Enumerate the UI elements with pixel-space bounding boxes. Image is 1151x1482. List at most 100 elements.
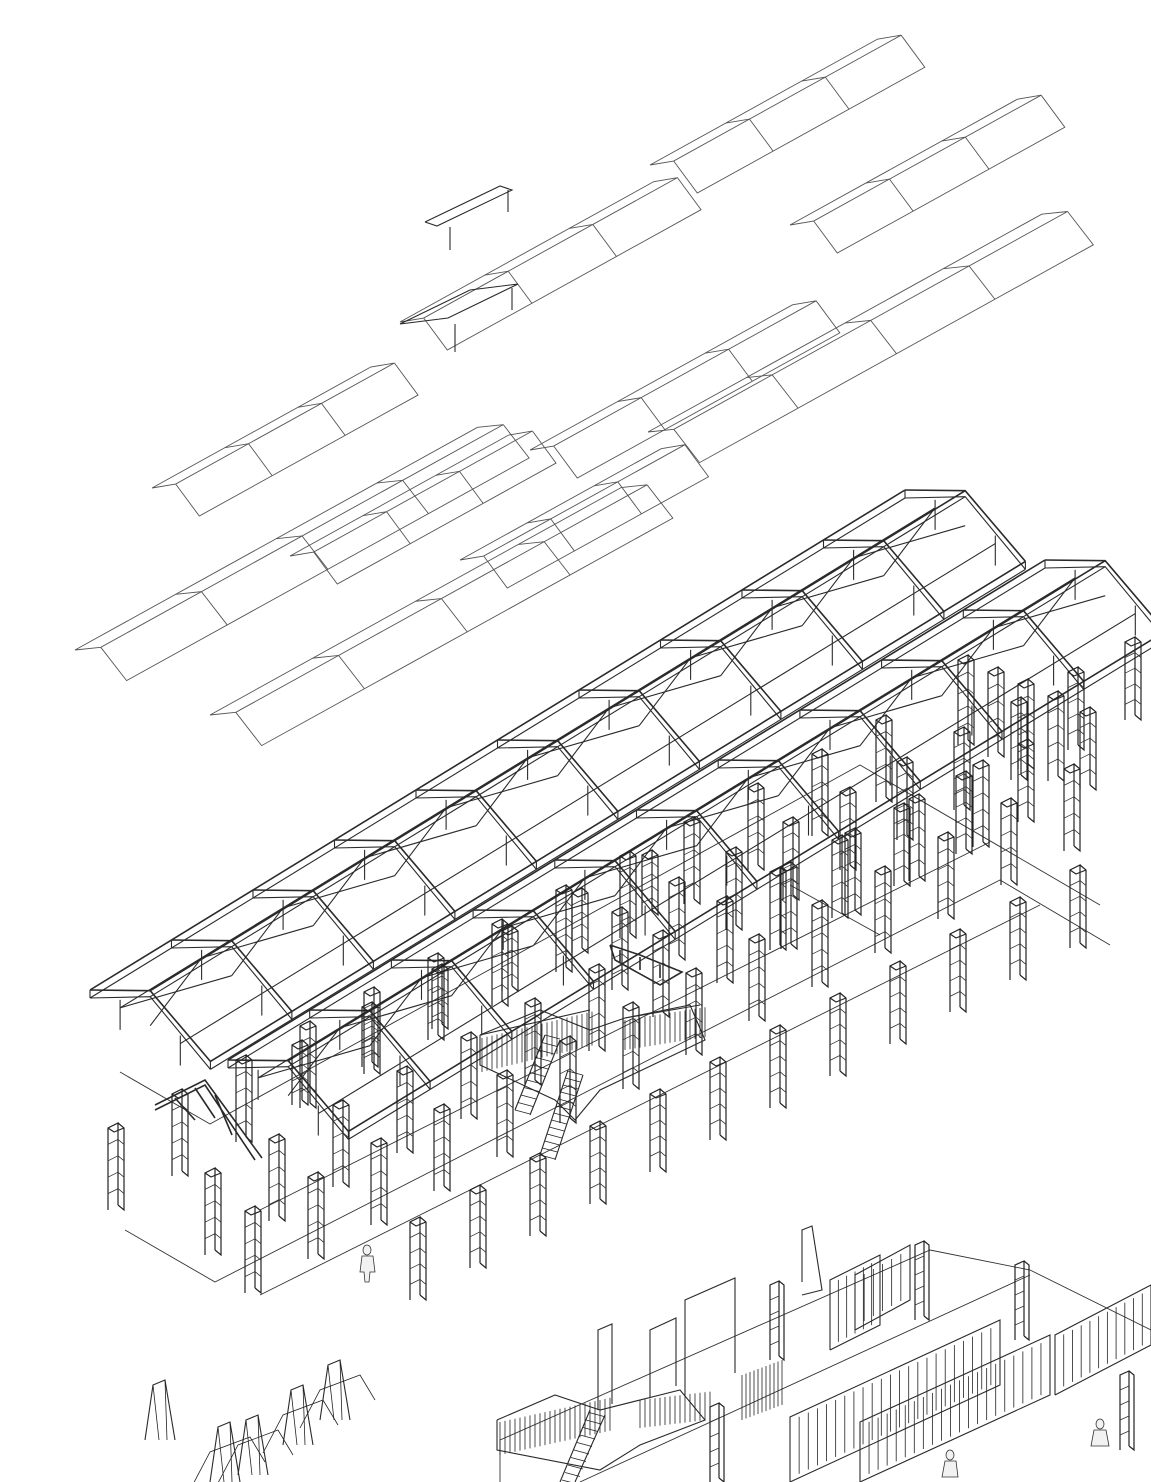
column xyxy=(937,831,955,921)
column-layer xyxy=(107,636,1142,1302)
roof-panel-strip xyxy=(459,444,710,589)
column xyxy=(1000,797,1018,887)
column xyxy=(1009,896,1027,982)
door-frames xyxy=(597,1277,736,1410)
human-figure-ground-1 xyxy=(941,1449,959,1478)
column xyxy=(622,1001,640,1091)
column xyxy=(683,816,701,906)
column xyxy=(332,1099,350,1189)
roof-truss xyxy=(89,489,1027,1070)
glazed-wall-panels xyxy=(789,1244,1151,1482)
column xyxy=(811,748,829,838)
column xyxy=(589,1120,607,1206)
roof-panel-strip xyxy=(151,362,419,517)
column xyxy=(431,963,449,1031)
floor-plate-outline-upper xyxy=(119,764,1101,1211)
column xyxy=(769,1024,787,1110)
human-figure-mid xyxy=(359,1244,376,1283)
column xyxy=(725,846,743,932)
column xyxy=(1063,763,1081,853)
ground-stair-platform xyxy=(496,1389,711,1482)
roof-truss-layer xyxy=(89,489,1151,1140)
roof-panel-strip xyxy=(74,424,530,682)
column xyxy=(1067,666,1085,752)
column xyxy=(307,1171,325,1261)
platform-deck xyxy=(479,1004,706,1121)
roof-panel-strip xyxy=(649,34,926,194)
column xyxy=(949,928,967,1014)
column xyxy=(1069,864,1087,950)
column xyxy=(1017,678,1035,771)
column xyxy=(889,960,907,1046)
column xyxy=(370,1137,388,1227)
column xyxy=(839,786,857,872)
detached-railing-segment xyxy=(609,944,684,986)
human-figure-ground-2 xyxy=(1090,1418,1110,1447)
roof-truss xyxy=(227,559,1151,1140)
roof-panel-strip xyxy=(289,430,557,585)
column xyxy=(1010,696,1028,782)
column xyxy=(1017,738,1035,824)
a-frame-stands xyxy=(144,1359,376,1482)
roof-panel-strip xyxy=(209,484,674,747)
column xyxy=(268,1133,286,1223)
column xyxy=(709,1056,727,1142)
platform-railing xyxy=(479,1004,706,1072)
column xyxy=(649,1088,667,1174)
column xyxy=(460,1031,478,1121)
column xyxy=(769,866,787,952)
column xyxy=(893,802,911,888)
stair-flight xyxy=(514,1034,584,1161)
column xyxy=(396,1065,414,1155)
column xyxy=(957,654,975,747)
louvre-screen xyxy=(741,1360,783,1420)
column xyxy=(433,1103,451,1193)
detached-truss-segment-left xyxy=(154,1078,263,1161)
column xyxy=(831,834,849,920)
column xyxy=(1124,636,1142,722)
column xyxy=(668,876,686,962)
roof-panel-strip xyxy=(789,94,1066,254)
column xyxy=(409,1216,427,1302)
column xyxy=(107,1122,125,1212)
column xyxy=(291,1039,309,1107)
column xyxy=(588,963,606,1053)
column xyxy=(811,899,829,989)
ground-floor-layer xyxy=(144,1225,1151,1482)
column xyxy=(972,759,990,849)
column xyxy=(987,666,1005,759)
roof-panel-strip xyxy=(529,300,841,479)
column xyxy=(782,816,800,902)
column xyxy=(204,1167,222,1257)
column xyxy=(496,1069,514,1159)
column xyxy=(641,849,659,917)
column xyxy=(955,770,973,856)
column xyxy=(1047,690,1065,783)
standing-board xyxy=(801,1225,823,1296)
column xyxy=(829,992,847,1078)
roof-panel-strip xyxy=(399,177,702,351)
column xyxy=(619,850,637,940)
column xyxy=(716,895,734,985)
stair-platform-middle xyxy=(479,1004,706,1161)
column xyxy=(953,726,971,812)
column xyxy=(874,865,892,955)
floor-plate-outline-lower xyxy=(124,879,1111,1296)
roof-panel-layer xyxy=(74,34,1095,747)
column xyxy=(875,714,893,804)
column xyxy=(748,933,766,1023)
column xyxy=(559,1035,577,1125)
column xyxy=(747,782,765,872)
column xyxy=(501,925,519,993)
column xyxy=(361,1001,379,1069)
ground-columns xyxy=(709,1240,1135,1482)
column xyxy=(469,1184,487,1270)
roof-panel-strip xyxy=(647,211,1095,464)
column xyxy=(171,1088,189,1178)
column xyxy=(1079,706,1097,792)
column xyxy=(244,1205,262,1295)
column xyxy=(529,1152,547,1238)
floating-bench-element xyxy=(399,185,519,352)
column xyxy=(908,793,926,883)
